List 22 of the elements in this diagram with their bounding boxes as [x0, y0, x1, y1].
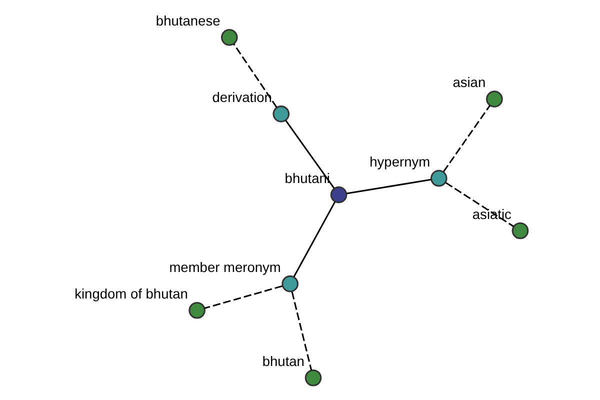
node-label: kingdom of bhutan	[74, 286, 188, 302]
node-circle	[281, 275, 298, 292]
node-label: bhutan	[262, 354, 304, 369]
connector	[442, 104, 490, 172]
node-circle	[188, 302, 205, 319]
node-label: asian	[452, 75, 486, 90]
node-circle	[330, 186, 347, 204]
node-label: hypernym	[369, 154, 430, 170]
node-circle	[304, 369, 322, 386]
connector	[346, 178, 430, 194]
node-circle	[430, 170, 447, 187]
node-circle	[220, 29, 238, 46]
node-circle	[486, 90, 502, 108]
node-label: bhutanese	[155, 14, 220, 28]
connector	[290, 292, 312, 371]
node-circle	[511, 222, 528, 240]
node-label: member meronym	[168, 260, 280, 275]
connector	[204, 285, 282, 309]
connector	[232, 44, 277, 108]
connector	[292, 201, 336, 278]
node-label: derivation	[212, 90, 272, 106]
node-circle	[272, 106, 290, 122]
